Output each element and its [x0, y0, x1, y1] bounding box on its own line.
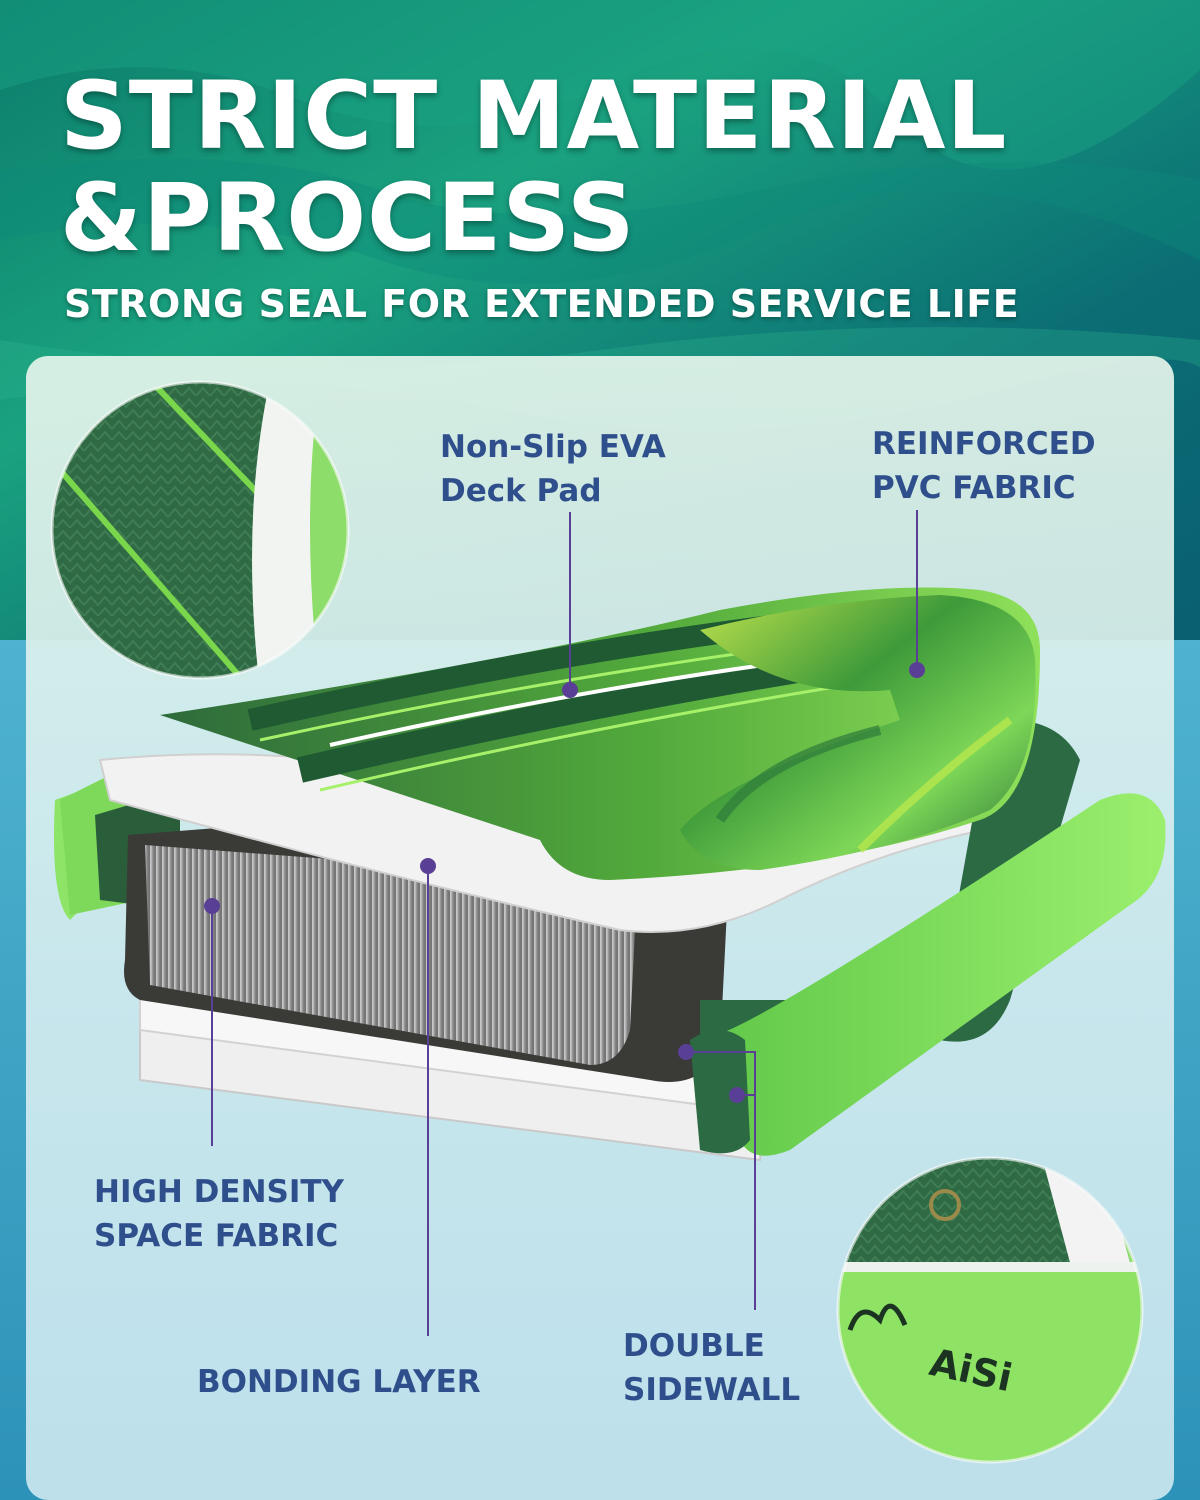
marker-space-fabric [204, 898, 220, 914]
callout-space-fabric: HIGH DENSITY SPACE FABRIC [94, 1170, 344, 1258]
board-layers-illustration [54, 587, 1166, 1162]
page-subtitle: STRONG SEAL FOR EXTENDED SERVICE LIFE [64, 282, 1020, 326]
marker-pvc [909, 662, 925, 678]
callout-pvc-fabric-line-2: PVC FABRIC [872, 470, 1076, 506]
callout-leaders [204, 510, 925, 1336]
callout-deck-pad-line-2: Deck Pad [440, 473, 602, 509]
callout-deck-pad: Non-Slip EVA Deck Pad [440, 425, 666, 513]
marker-deck-pad [562, 682, 578, 698]
callout-pvc-fabric-line-1: REINFORCED [872, 426, 1096, 462]
marker-sidewall-inner [678, 1044, 694, 1060]
leader-sidewall [686, 1051, 756, 1310]
callout-deck-pad-line-1: Non-Slip EVA [440, 429, 666, 465]
callout-double-sidewall-line-2: SIDEWALL [623, 1372, 801, 1408]
callout-bonding-layer-line-1: BONDING LAYER [197, 1364, 481, 1400]
page-title-line-2: &PROCESS [60, 164, 636, 273]
callout-space-fabric-line-1: HIGH DENSITY [94, 1174, 344, 1210]
marker-bonding [420, 858, 436, 874]
marker-sidewall-outer [729, 1087, 745, 1103]
callout-bonding-layer: BONDING LAYER [197, 1360, 481, 1404]
callout-double-sidewall-line-1: DOUBLE [623, 1328, 765, 1364]
callout-double-sidewall: DOUBLE SIDEWALL [623, 1324, 800, 1412]
callout-space-fabric-line-2: SPACE FABRIC [94, 1218, 339, 1254]
callout-pvc-fabric: REINFORCED PVC FABRIC [872, 422, 1096, 510]
page-title-line-1: STRICT MATERIAL [60, 62, 1008, 171]
